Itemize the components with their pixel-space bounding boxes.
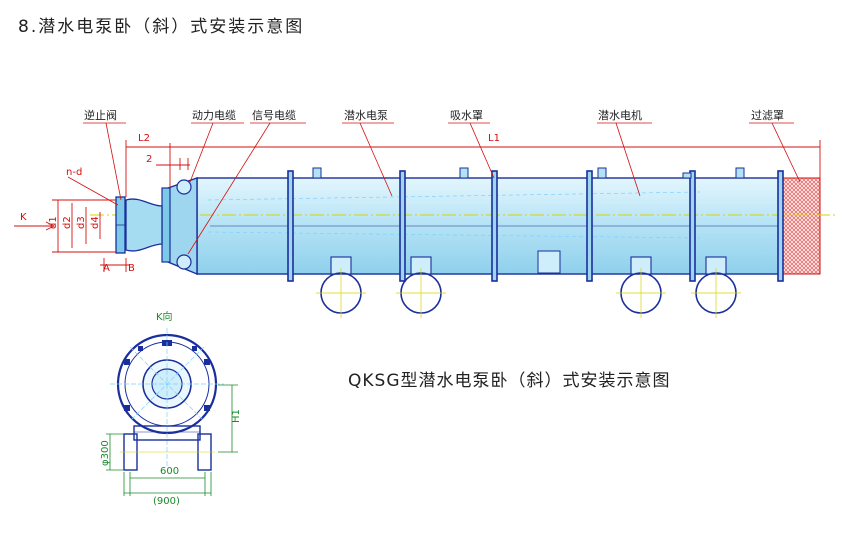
dimension-lines bbox=[14, 140, 821, 272]
dim-nd: n-d bbox=[66, 167, 82, 178]
dim-d1: d1 bbox=[48, 216, 59, 229]
dim-d3: d3 bbox=[76, 216, 87, 229]
callout-check-valve: 逆止阀 bbox=[84, 108, 117, 122]
dim-a: A bbox=[103, 263, 110, 274]
dim-k: K bbox=[20, 212, 27, 223]
diagram-caption: QKSG型潜水电泵卧（斜）式安装示意图 bbox=[348, 371, 671, 391]
junction-box bbox=[537, 250, 561, 274]
wheel-centerlines bbox=[316, 268, 741, 318]
dim-900: (900) bbox=[153, 496, 180, 507]
top-lugs bbox=[312, 167, 745, 179]
flange-rings bbox=[287, 170, 784, 282]
dim-600: 600 bbox=[160, 466, 179, 477]
k-view-label: K向 bbox=[156, 310, 173, 323]
support-saddles bbox=[330, 256, 727, 275]
k-view: K向 bbox=[100, 310, 242, 507]
dim-d2: d2 bbox=[62, 216, 73, 229]
check-valve-body bbox=[125, 198, 163, 252]
internal-detail bbox=[207, 191, 701, 239]
dim-2: 2 bbox=[146, 154, 152, 165]
dim-h1: H1 bbox=[231, 409, 242, 423]
support-wheels bbox=[320, 272, 737, 314]
cable-gland-top bbox=[176, 179, 192, 195]
cable-gland-bottom bbox=[176, 254, 192, 270]
callout-filter-hood: 过滤罩 bbox=[751, 109, 784, 122]
dim-phi300: φ300 bbox=[100, 440, 111, 466]
dim-d4: d4 bbox=[90, 216, 101, 229]
dim-b: B bbox=[128, 263, 135, 274]
filter-mesh bbox=[780, 177, 821, 275]
pump-assembly bbox=[90, 167, 835, 318]
callout-pump: 潜水电泵 bbox=[344, 108, 388, 122]
callout-motor: 潜水电机 bbox=[598, 108, 642, 122]
callout-signal-cable: 信号电缆 bbox=[252, 109, 296, 122]
page-title: 8.潜水电泵卧（斜）式安装示意图 bbox=[18, 17, 305, 37]
callout-power-cable: 动力电缆 bbox=[192, 109, 236, 122]
dim-l1: L1 bbox=[488, 133, 500, 144]
end-centerlines bbox=[110, 328, 224, 468]
dim-l2: L2 bbox=[138, 133, 150, 144]
callout-suction-hood: 吸水罩 bbox=[450, 109, 483, 122]
base-frame bbox=[133, 425, 201, 441]
leader-lines bbox=[67, 122, 801, 255]
head-flange bbox=[161, 187, 171, 263]
